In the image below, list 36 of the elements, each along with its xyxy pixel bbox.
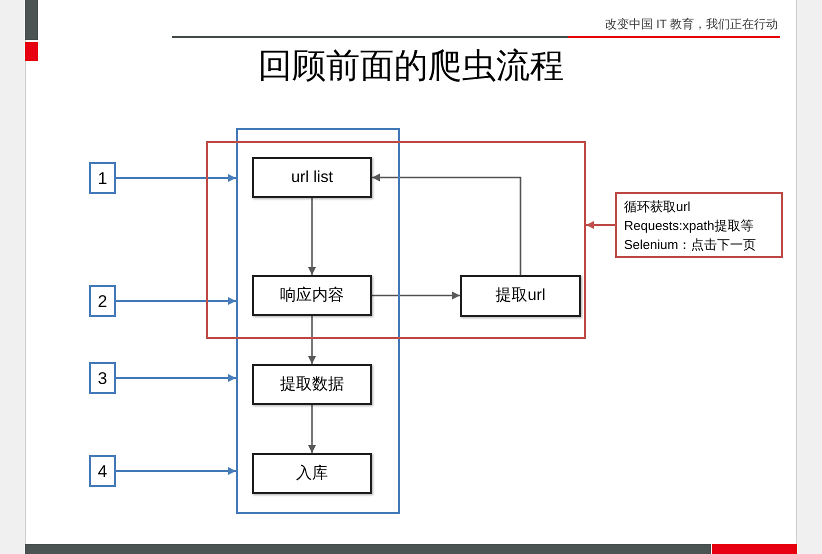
arrow [308,405,316,453]
arrow [308,198,316,275]
process-label: 入库 [296,466,328,482]
arrow [586,221,615,229]
note-text: 循环获取url [624,198,690,216]
note-box [615,192,783,258]
process-box [252,453,372,494]
note-text: Selenium：点击下一页 [624,236,756,254]
process-label: 提取url [496,288,546,304]
arrow [372,292,460,300]
step-column-frame [236,128,400,514]
process-box [460,275,581,317]
step-number: 2 [98,292,108,310]
process-box [252,275,372,316]
arrow [116,297,236,305]
process-box [252,157,372,198]
step-number: 1 [98,170,108,186]
arrow [116,174,236,182]
arrow [372,174,522,275]
step-number-box [89,362,116,394]
arrow [308,316,316,364]
step-number: 3 [98,370,108,386]
loop-frame [206,141,586,339]
note-text: Requests:xpath提取等 [624,216,754,234]
arrow [116,374,236,382]
header-slogan: 改变中国 IT 教育，我们正在行动 [604,16,778,32]
step-number-box [89,162,116,194]
process-label: 响应内容 [280,288,344,304]
arrow [116,467,236,475]
process-box [252,364,372,405]
step-number-box [89,285,116,317]
process-label: url list [291,170,333,186]
slide-title: 回顾前面的爬虫流程 [258,46,564,87]
process-label: 提取数据 [280,376,344,392]
step-number: 4 [98,462,108,480]
step-number-box [89,455,116,487]
